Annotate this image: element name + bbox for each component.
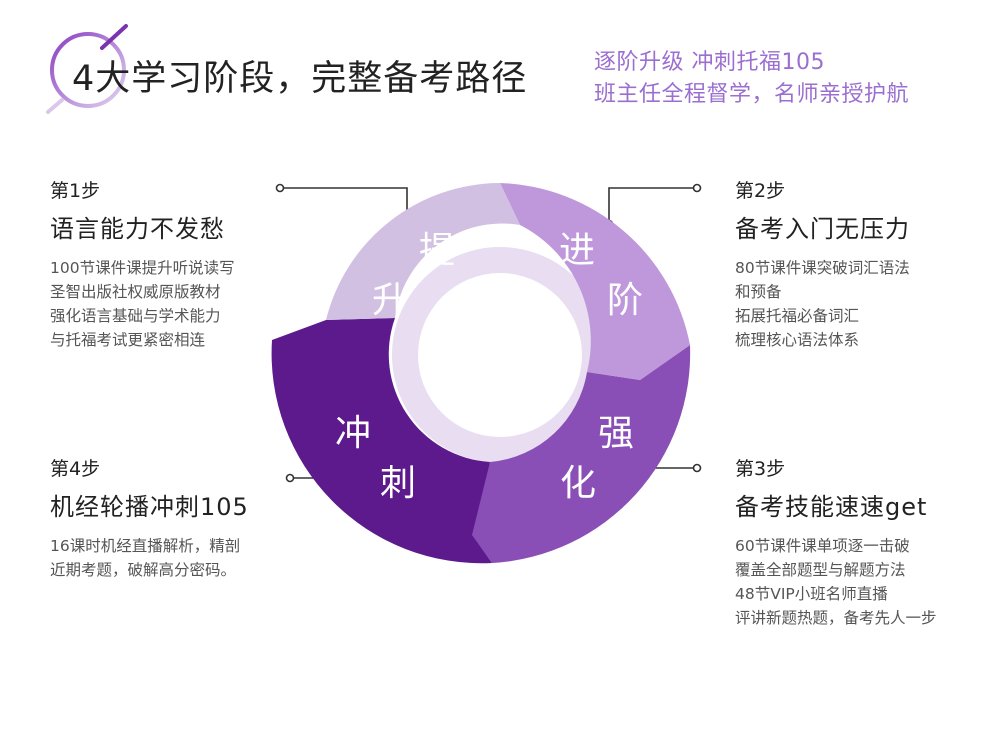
connector-dot-step4 (285, 473, 295, 483)
step-3-number: 第3步 (735, 458, 786, 480)
step-2-line: 和预备 (735, 283, 782, 301)
step-3-description: 60节课件课单项逐一击破 覆盖全部题型与解题方法 48节VIP小班名师直播 评讲… (735, 534, 937, 630)
ring-char-stage3-b: 化 (560, 463, 596, 504)
connector-line-step1 (280, 187, 408, 218)
step-1-number: 第1步 (50, 180, 101, 202)
step-1-block: 第1步 语言能力不发愁 100节课件课提升听说读写 圣智出版社权威原版教材 强化… (50, 176, 235, 352)
segment-stage-3 (472, 345, 691, 563)
connector-dot-step1 (275, 183, 285, 193)
connector-dot-step3 (692, 463, 702, 473)
ring-char-stage2-a: 进 (559, 230, 595, 271)
step-3-line: 60节课件课单项逐一击破 (735, 537, 910, 555)
connector-dot-step2 (692, 183, 702, 193)
step-4-title: 机经轮播冲刺105 (50, 493, 249, 521)
step-3-line: 48节VIP小班名师直播 (735, 585, 888, 603)
step-3-block: 第3步 备考技能速速get 60节课件课单项逐一击破 覆盖全部题型与解题方法 4… (735, 454, 937, 630)
step-4-block: 第4步 机经轮播冲刺105 16课时机经直播解析，精剖 近期考题，破解高分密码。 (50, 454, 249, 582)
connector-line-step2 (608, 187, 697, 222)
segment-stage-4 (271, 318, 492, 564)
step-2-line: 80节课件课突破词汇语法 (735, 259, 910, 277)
ring-char-stage4-b: 刺 (380, 463, 416, 504)
step-1-description: 100节课件课提升听说读写 圣智出版社权威原版教材 强化语言基础与学术能力 与托… (50, 256, 235, 352)
magnifier-icon (46, 24, 128, 114)
ring-char-stage3-a: 强 (598, 413, 634, 454)
step-4-description: 16课时机经直播解析，精剖 近期考题，破解高分密码。 (50, 534, 249, 582)
ring-char-stage1-b: 升 (372, 280, 408, 321)
ring-center (418, 273, 582, 437)
step-2-number: 第2步 (735, 180, 786, 202)
subtitle-line-1: 逐阶升级 冲刺托福105 (594, 50, 825, 75)
step-2-block: 第2步 备考入门无压力 80节课件课突破词汇语法 和预备 拓展托福必备词汇 梳理… (735, 176, 910, 352)
step-1-title: 语言能力不发愁 (50, 215, 225, 243)
step-3-title: 备考技能速速get (735, 493, 928, 521)
page-title: 4大学习阶段，完整备考路径 (72, 59, 528, 99)
ring-char-stage2-b: 阶 (607, 280, 643, 321)
step-4-number: 第4步 (50, 458, 101, 480)
step-1-line: 与托福考试更紧密相连 (50, 331, 206, 349)
subtitle-line-2: 班主任全程督学，名师亲授护航 (594, 82, 910, 107)
ring-char-stage4-a: 冲 (335, 413, 371, 454)
step-4-line: 16课时机经直播解析，精剖 (50, 537, 241, 555)
step-4-line: 近期考题，破解高分密码。 (50, 561, 237, 579)
step-1-line: 强化语言基础与学术能力 (50, 307, 221, 325)
step-1-line: 100节课件课提升听说读写 (50, 259, 235, 277)
step-2-line: 梳理核心语法体系 (735, 331, 860, 349)
step-2-line: 拓展托福必备词汇 (735, 307, 860, 325)
segment-stage-1 (326, 183, 520, 320)
segment-stage-2 (500, 183, 690, 380)
step-1-line: 圣智出版社权威原版教材 (50, 283, 221, 301)
step-3-line: 评讲新题热题，备考先人一步 (735, 609, 937, 627)
step-3-line: 覆盖全部题型与解题方法 (735, 561, 906, 579)
step-2-description: 80节课件课突破词汇语法 和预备 拓展托福必备词汇 梳理核心语法体系 (735, 256, 910, 352)
step-2-title: 备考入门无压力 (735, 215, 910, 243)
ring-char-stage1-a: 提 (419, 230, 455, 271)
